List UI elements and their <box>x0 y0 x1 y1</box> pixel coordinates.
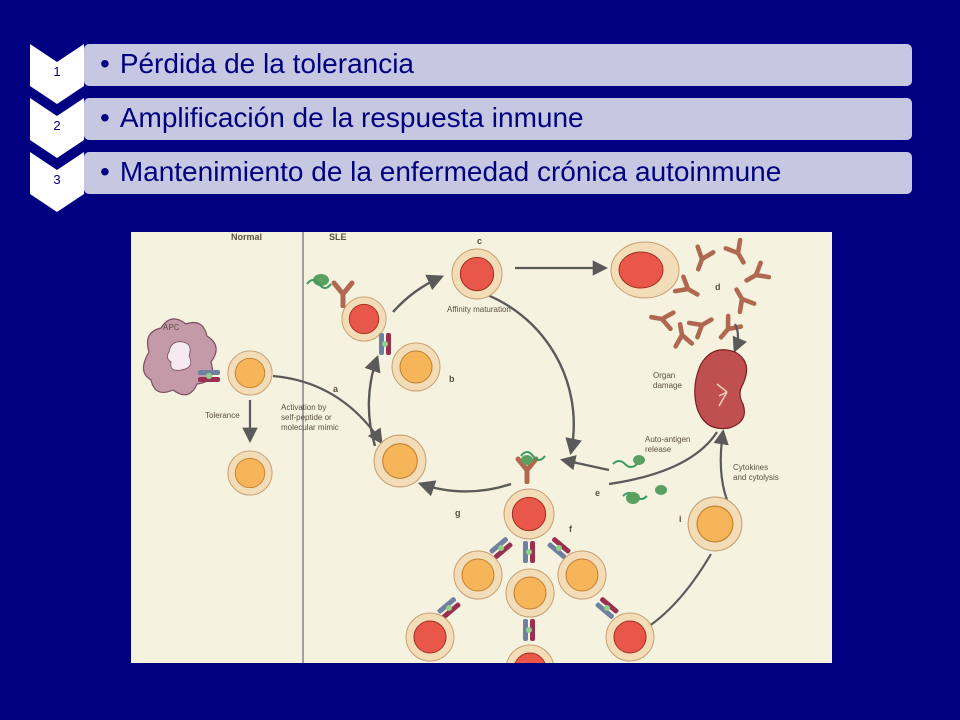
step-number: 3 <box>53 172 61 187</box>
mhc-complex <box>594 596 620 620</box>
arrow-release <box>608 431 718 486</box>
step-3: 3 Mantenimiento de la enfermedad crónica… <box>0 152 960 212</box>
letter-f: f <box>569 524 573 534</box>
step-number: 2 <box>53 118 61 133</box>
b-cell <box>505 644 555 663</box>
cycle-arrow-left <box>364 354 381 447</box>
letter-g: g <box>455 508 461 518</box>
antigen-cluster <box>612 455 667 504</box>
step-2: 2 Amplificación de la respuesta inmune <box>0 98 960 158</box>
b-cell <box>405 612 455 662</box>
label-cyto-2: and cytolysis <box>733 473 779 482</box>
mhc-complex <box>523 619 535 641</box>
label-cyto-1: Cytokines <box>733 463 768 472</box>
chevron-icon <box>30 44 84 104</box>
t-cell <box>227 450 273 496</box>
step-number: 1 <box>53 64 61 79</box>
step-text: Mantenimiento de la enfermedad crónica a… <box>100 155 782 189</box>
label-activation-1: Activation by <box>281 403 326 412</box>
t-cell <box>391 342 441 392</box>
panel-title-sle: SLE <box>329 232 347 242</box>
label-organ-2: damage <box>653 381 682 390</box>
label-tolerance: Tolerance <box>205 411 240 420</box>
t-cell <box>373 434 427 488</box>
arrow-e <box>559 455 610 472</box>
kidney-icon <box>694 349 748 430</box>
letter-c: c <box>477 236 482 246</box>
t-cell <box>453 550 503 600</box>
label-auto-1: Auto-antigen <box>645 435 690 444</box>
label-auto-2: release <box>645 445 672 454</box>
label-activation-3: molecular mimic <box>281 423 339 432</box>
arrow-cytokines <box>713 428 729 501</box>
step-1: 1 Pérdida de la tolerancia <box>0 44 960 104</box>
cycle-arrow-bottom <box>417 480 512 497</box>
letter-a: a <box>333 384 339 394</box>
letter-d: d <box>715 282 721 292</box>
letter-e: e <box>595 488 600 498</box>
mhc-complex <box>379 333 391 355</box>
mhc-complex <box>523 541 535 563</box>
label-affinity: Affinity maturation <box>447 305 511 314</box>
cycle-arrow-right <box>460 285 582 456</box>
chevron-icon <box>30 152 84 212</box>
cycle-arrow-top <box>392 274 445 313</box>
label-apc: APC <box>163 323 180 332</box>
t-cell <box>227 350 273 396</box>
letter-i: i <box>679 514 682 524</box>
b-cell <box>451 248 503 300</box>
step-text: Amplificación de la respuesta inmune <box>100 101 584 135</box>
t-cell <box>505 568 555 618</box>
t-cell <box>687 496 743 552</box>
sle-pathogenesis-figure: Normal SLE APC Tolerance a Activation by… <box>131 232 832 663</box>
step-text: Pérdida de la tolerancia <box>100 47 414 81</box>
label-activation-2: self-peptide or <box>281 413 332 422</box>
panel-title-normal: Normal <box>231 232 262 242</box>
chevron-icon <box>30 98 84 158</box>
letter-b: b <box>449 374 455 384</box>
b-cell <box>503 488 555 540</box>
t-cell <box>557 550 607 600</box>
arrow-d-organ <box>732 323 747 353</box>
b-cell <box>605 612 655 662</box>
label-organ-1: Organ <box>653 371 675 380</box>
